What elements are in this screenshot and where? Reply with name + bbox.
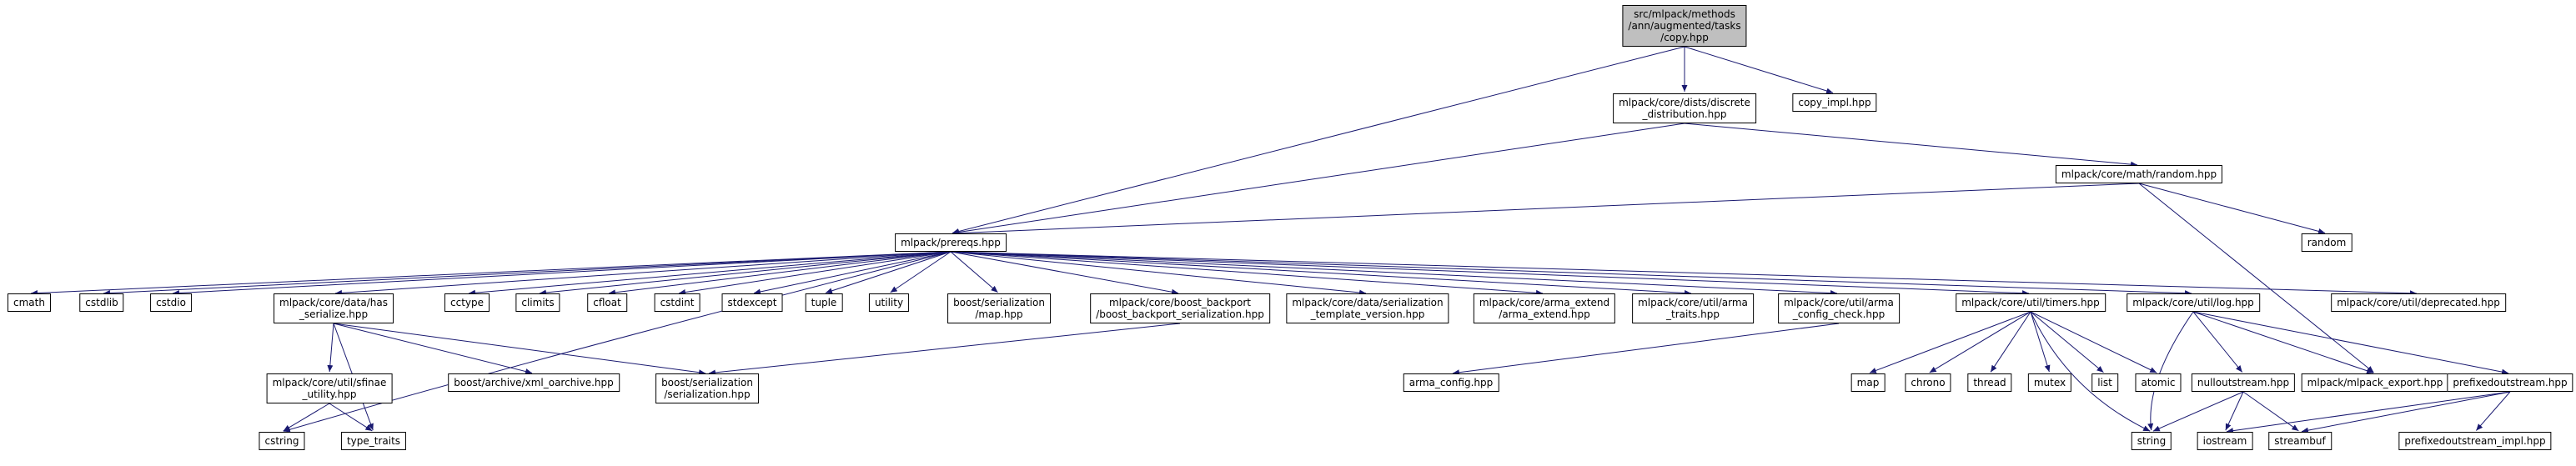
graph-edge-prereqs-timers xyxy=(950,251,2030,297)
graph-node-iostream[interactable]: iostream xyxy=(2197,432,2253,450)
graph-node-ser_ser[interactable]: boost/serialization /serialization.hpp xyxy=(655,373,759,403)
graph-node-mutex[interactable]: mutex xyxy=(2027,373,2072,392)
graph-node-type_traits[interactable]: type_traits xyxy=(340,432,407,450)
graph-node-string[interactable]: string xyxy=(2131,432,2172,450)
graph-node-chrono[interactable]: chrono xyxy=(1905,373,1951,392)
graph-edge-log-prefixed xyxy=(2192,311,2509,375)
graph-edge-prereqs-tuple xyxy=(825,251,952,294)
graph-node-copy_impl[interactable]: copy_impl.hpp xyxy=(1792,93,1877,112)
graph-edge-prereqs-cstring xyxy=(283,251,952,433)
graph-node-mlpack_export[interactable]: mlpack/mlpack_export.hpp xyxy=(2301,373,2449,392)
graph-edge-prereqs-arma_traits xyxy=(950,251,1692,296)
graph-node-atomic[interactable]: atomic xyxy=(2135,373,2182,392)
graph-node-cmath[interactable]: cmath xyxy=(8,293,51,312)
graph-node-ser_tmpl_ver[interactable]: mlpack/core/data/serialization _template… xyxy=(1286,293,1449,323)
graph-edge-has_serialize-sfinae xyxy=(327,323,334,373)
graph-edge-has_serialize-ser_ser xyxy=(333,323,706,376)
graph-edge-prereqs-cmath xyxy=(30,251,952,297)
graph-edge-timers-thread xyxy=(1990,311,2031,373)
graph-node-cstdlib[interactable]: cstdlib xyxy=(79,293,124,312)
graph-edge-discrete-random_hpp xyxy=(1684,123,2138,168)
graph-edge-prereqs-utility xyxy=(890,251,952,293)
graph-edge-prereqs-cstdint xyxy=(678,251,952,295)
graph-edge-timers-atomic xyxy=(2030,311,2157,373)
graph-node-deprecated[interactable]: mlpack/core/util/deprecated.hpp xyxy=(2331,293,2506,312)
graph-edge-sfinae-cstring xyxy=(283,403,330,432)
graph-node-utility[interactable]: utility xyxy=(868,293,910,312)
graph-edge-random_hpp-random_std xyxy=(2138,183,2326,234)
graph-node-arma_config[interactable]: arma_config.hpp xyxy=(1403,373,1499,392)
graph-edge-prereqs-cstdlib xyxy=(103,251,952,297)
graph-edge-prereqs-deprecated xyxy=(950,251,2418,297)
graph-edge-nullout-streambuf xyxy=(2242,391,2299,432)
graph-edge-log-nullout xyxy=(2192,311,2243,373)
graph-node-cstdio[interactable]: cstdio xyxy=(150,293,192,312)
graph-node-sfinae[interactable]: mlpack/core/util/sfinae _utility.hpp xyxy=(266,373,393,403)
graph-edge-timers-list xyxy=(2030,311,2104,373)
graph-edge-arma_cfg_check-arma_config xyxy=(1452,323,1840,376)
graph-edge-sfinae-type_traits xyxy=(329,403,373,432)
graph-node-list[interactable]: list xyxy=(2091,373,2118,392)
graph-edge-timers-string xyxy=(2030,311,2151,432)
graph-node-cstring[interactable]: cstring xyxy=(259,432,305,450)
graph-node-random_std[interactable]: random xyxy=(2301,233,2353,252)
graph-node-cstdint[interactable]: cstdint xyxy=(654,293,700,312)
graph-edge-prereqs-arma_cfg_check xyxy=(950,251,1838,297)
graph-node-arma_traits[interactable]: mlpack/core/util/arma _traits.hpp xyxy=(1632,293,1754,323)
graph-node-tuple[interactable]: tuple xyxy=(805,293,843,312)
graph-edge-nullout-iostream xyxy=(2225,391,2244,431)
graph-node-stdexcept[interactable]: stdexcept xyxy=(721,293,783,312)
graph-node-log[interactable]: mlpack/core/util/log.hpp xyxy=(2127,293,2260,312)
graph-edge-prereqs-arma_extend xyxy=(950,251,1544,296)
graph-node-xml_oarchive[interactable]: boost/archive/xml_oarchive.hpp xyxy=(448,373,620,392)
graph-edge-random_hpp-prereqs xyxy=(952,183,2140,237)
graph-edge-prereqs-cctype xyxy=(468,251,952,296)
graph-edge-copy-copy_impl xyxy=(1684,46,1834,94)
graph-edge-prereqs-cfloat xyxy=(608,251,952,296)
graph-edge-prereqs-climits xyxy=(539,251,952,296)
graph-edge-prereqs-boost_backport xyxy=(950,251,1179,295)
graph-edge-has_serialize-xml_oarchive xyxy=(333,323,533,374)
graph-node-nullout[interactable]: nulloutstream.hpp xyxy=(2191,373,2296,392)
graph-edge-random_hpp-mlpack_export xyxy=(2138,183,2374,373)
graph-edge-discrete-prereqs xyxy=(952,123,1685,235)
graph-node-cctype[interactable]: cctype xyxy=(444,293,490,312)
graph-node-streambuf[interactable]: streambuf xyxy=(2268,432,2332,450)
graph-edge-prereqs-has_serialize xyxy=(334,251,952,296)
graph-edge-timers-mutex xyxy=(2030,311,2051,373)
graph-node-discrete[interactable]: mlpack/core/dists/discrete _distribution… xyxy=(1613,93,1756,123)
graph-node-prefixed[interactable]: prefixedoutstream.hpp xyxy=(2447,373,2573,392)
graph-edge-log-mlpack_export xyxy=(2192,311,2374,374)
graph-edge-prereqs-stdexcept xyxy=(753,251,952,295)
graph-edge-boost_backport-ser_ser xyxy=(708,323,1181,376)
graph-node-thread[interactable]: thread xyxy=(1967,373,2012,392)
graph-node-arma_extend[interactable]: mlpack/core/arma_extend /arma_extend.hpp xyxy=(1473,293,1616,323)
graph-edge-timers-chrono xyxy=(1929,311,2031,373)
graph-edge-prefixed-prefixed_impl xyxy=(2475,391,2511,431)
graph-edge-prereqs-log xyxy=(950,251,2192,297)
graph-edge-prereqs-ser_tmpl_ver xyxy=(950,251,1367,296)
graph-edge-nullout-string xyxy=(2152,391,2244,432)
graph-node-prereqs[interactable]: mlpack/prereqs.hpp xyxy=(895,233,1007,252)
graph-node-ser_map[interactable]: boost/serialization /map.hpp xyxy=(947,293,1051,323)
graph-edge-prefixed-streambuf xyxy=(2301,391,2511,433)
graph-edge-log-string xyxy=(2147,311,2194,431)
graph-edge-prereqs-ser_map xyxy=(950,251,998,293)
graph-node-timers[interactable]: mlpack/core/util/timers.hpp xyxy=(1956,293,2106,312)
graph-node-copy[interactable]: src/mlpack/methods /ann/augmented/tasks … xyxy=(1622,5,1747,47)
graph-node-has_serialize[interactable]: mlpack/core/data/has _serialize.hpp xyxy=(274,293,394,323)
graph-node-map[interactable]: map xyxy=(1850,373,1886,392)
graph-node-boost_backport[interactable]: mlpack/core/boost_backport /boost_backpo… xyxy=(1090,293,1270,323)
graph-edge-copy-prereqs xyxy=(952,46,1685,234)
graph-node-random_hpp[interactable]: mlpack/core/math/random.hpp xyxy=(2055,165,2223,183)
graph-edge-prefixed-iostream xyxy=(2226,391,2511,434)
graph-node-arma_cfg_check[interactable]: mlpack/core/util/arma _config_check.hpp xyxy=(1778,293,1900,323)
graph-edge-timers-map xyxy=(1869,311,2031,373)
graph-node-cfloat[interactable]: cfloat xyxy=(587,293,627,312)
graph-node-prefixed_impl[interactable]: prefixedoutstream_impl.hpp xyxy=(2398,432,2552,450)
graph-node-climits[interactable]: climits xyxy=(515,293,560,312)
graph-edge-prereqs-cstdio xyxy=(172,251,952,296)
